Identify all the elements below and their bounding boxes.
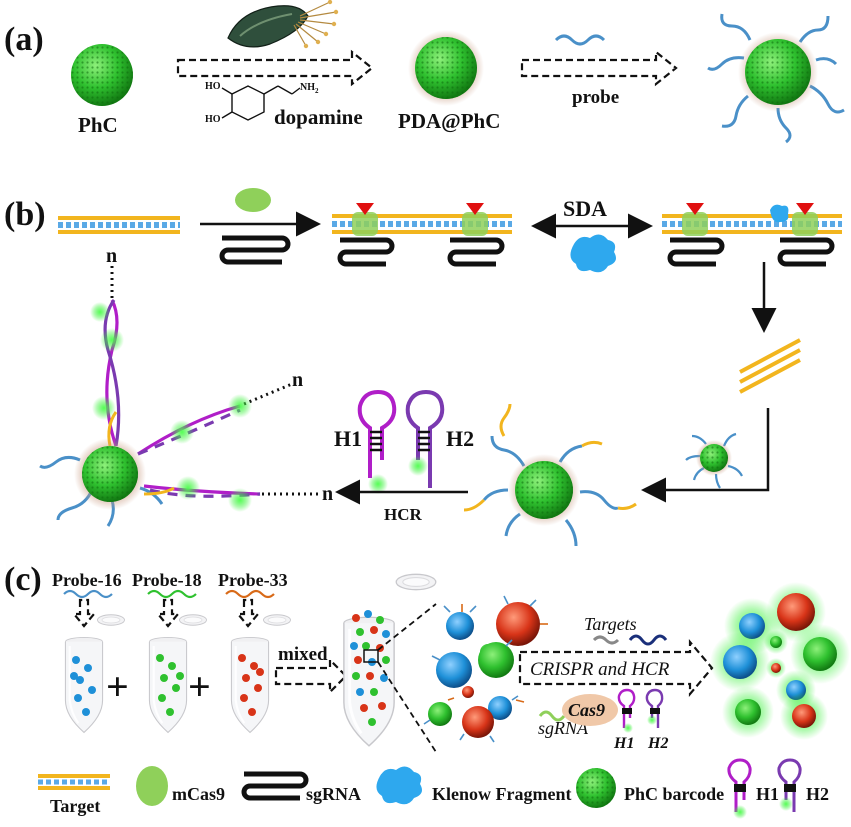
sgrna-icon	[219, 235, 291, 265]
label-n-3: n	[322, 483, 333, 505]
chem-nh2: NH	[300, 82, 315, 93]
mcas9-icon	[235, 188, 271, 212]
target-strand-navy	[628, 634, 668, 646]
tube-mixed	[342, 573, 437, 748]
legend-target-label: Target	[50, 796, 100, 816]
probe-functionalized-bead	[707, 13, 845, 144]
plus-1: +	[106, 664, 129, 709]
label-h2: H2	[446, 426, 474, 451]
legend-mcas9-icon	[136, 766, 168, 806]
legend-target	[38, 774, 110, 790]
legend-h1-label: H1	[756, 784, 779, 804]
label-phc: PhC	[78, 113, 118, 137]
probe-strand	[554, 34, 606, 46]
legend-sgrna-icon	[241, 771, 309, 801]
legend-mcas9-label: mCas9	[172, 784, 225, 804]
label-hcr: HCR	[384, 505, 423, 524]
chem-nh2-sub: 2	[315, 87, 319, 95]
fluorescent-beads	[710, 582, 850, 740]
chem-ho-1: HO	[205, 81, 221, 92]
panel-label-a: (a)	[4, 21, 44, 58]
down-arrows-c	[71, 598, 261, 628]
cleaved-duplex-1	[332, 203, 512, 267]
tube-probe-16	[64, 614, 125, 734]
pda-phc-bead	[408, 30, 484, 106]
probe-18-strand	[147, 589, 197, 599]
legend-h2-icon	[777, 758, 802, 812]
label-n-1: n	[106, 245, 117, 267]
panel-label-c: (c)	[4, 561, 42, 598]
hairpin-h2-small	[645, 688, 664, 728]
panel-label-b: (b)	[4, 196, 46, 233]
label-crispr-hcr: CRISPR and HCR	[530, 659, 670, 680]
probe-16-strand	[63, 589, 113, 599]
zoom-line-1	[377, 603, 437, 651]
phc-bead-a	[71, 44, 133, 106]
probe-label-33: Probe-33	[218, 570, 288, 590]
arrow-probe	[520, 49, 678, 87]
label-cas9: Cas9	[568, 700, 605, 720]
legend-h1-icon	[727, 758, 752, 819]
released-strands	[739, 338, 801, 394]
dopamine-structure	[221, 85, 301, 121]
probe-33-strand	[225, 589, 275, 599]
label-h1: H1	[334, 426, 362, 451]
label-h2-small: H2	[647, 735, 668, 752]
chem-ho-2: HO	[205, 114, 221, 125]
legend-klenow-label: Klenow Fragment	[432, 784, 571, 804]
target-captured-bead	[463, 403, 637, 547]
arrow-dopamine	[176, 49, 374, 87]
label-n-2: n	[292, 369, 303, 391]
legend-klenow-icon	[376, 766, 422, 805]
label-mixed: mixed	[278, 644, 328, 665]
arrow-b-elbow	[641, 408, 770, 503]
small-probe-bead	[685, 432, 743, 489]
arrow-crispr-hcr	[518, 638, 714, 698]
label-h1-small: H1	[613, 735, 634, 752]
label-sda: SDA	[563, 196, 607, 221]
legend-phc-icon	[576, 768, 616, 808]
sgrna-strand	[538, 710, 566, 722]
probe-label-16: Probe-16	[52, 570, 122, 590]
zoom-beads	[423, 595, 548, 743]
label-dopamine: dopamine	[274, 105, 363, 129]
hairpin-h2	[405, 389, 445, 488]
cleaved-duplex-2	[662, 203, 842, 267]
klenow-icon	[570, 234, 616, 273]
plus-2: +	[188, 664, 211, 709]
label-targets: Targets	[584, 614, 637, 634]
target-duplex	[58, 216, 180, 234]
tube-probe-18	[148, 614, 207, 734]
hairpin-h1-small	[617, 688, 636, 733]
zoom-line-2	[377, 661, 437, 753]
arrow-mixed	[274, 657, 348, 695]
mussel-icon	[227, 0, 339, 49]
legend-phc-label: PhC barcode	[624, 784, 724, 804]
cas9-icon	[562, 694, 618, 726]
legend-sgrna-label: sgRNA	[306, 784, 361, 804]
tube-probe-33	[230, 614, 291, 734]
legend-h2-label: H2	[806, 784, 829, 804]
label-pda-phc: PDA@PhC	[398, 109, 500, 133]
hairpin-h1	[357, 389, 397, 494]
label-probe: probe	[572, 87, 619, 108]
target-strand-gray	[592, 635, 620, 645]
hcr-product-bead	[39, 262, 318, 527]
probe-label-18: Probe-18	[132, 570, 202, 590]
